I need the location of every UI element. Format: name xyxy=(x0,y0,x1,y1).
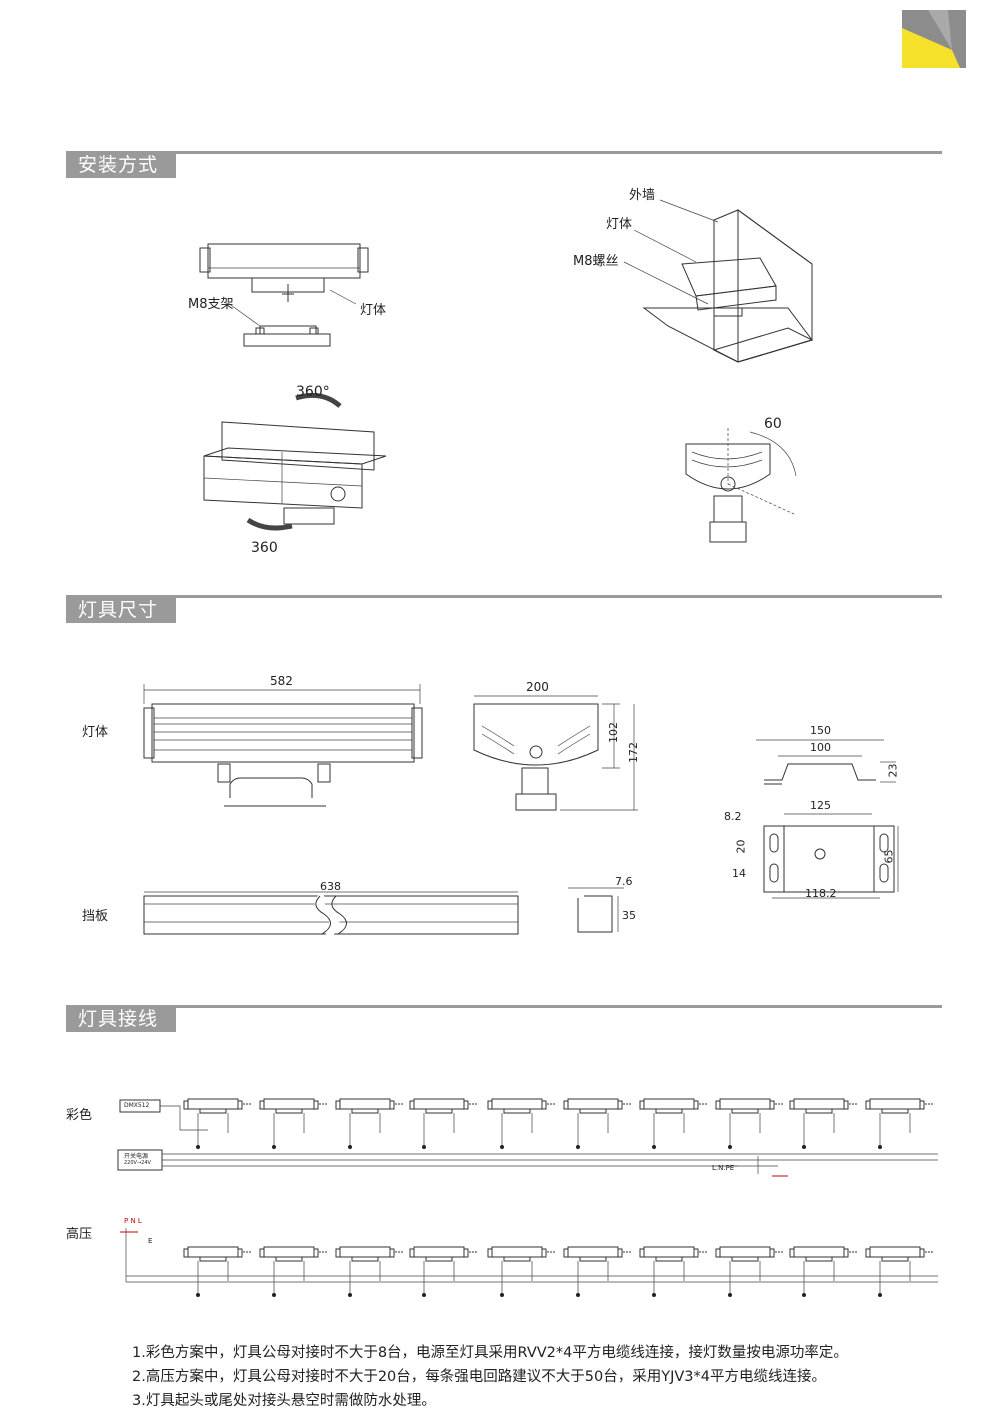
section-title-dimensions: 灯具尺寸 xyxy=(66,597,176,623)
wiring-fixture xyxy=(865,1246,933,1297)
lnpe-label: L.N.PE xyxy=(712,1164,735,1172)
wiring-fixture xyxy=(715,1246,783,1297)
dim-102: 102 xyxy=(607,722,620,743)
wiring-fixture xyxy=(335,1098,403,1149)
dim-20: 20 xyxy=(734,839,748,854)
wiring-fixture xyxy=(487,1098,555,1149)
tilt-angle-label: 60 xyxy=(764,416,782,432)
dim-23: 23 xyxy=(886,763,900,778)
fixture-end-view xyxy=(473,695,638,811)
wiring-fixture xyxy=(409,1246,477,1297)
dim-14: 14 xyxy=(732,867,746,880)
psu-label: 开关电源 xyxy=(124,1153,149,1160)
dim-125: 125 xyxy=(810,799,831,812)
dim-172: 172 xyxy=(627,742,640,763)
section-title-install: 安装方式 xyxy=(66,152,176,178)
dim-100: 100 xyxy=(810,741,831,754)
wiring-fixture xyxy=(259,1246,327,1297)
dim-35: 35 xyxy=(622,909,636,922)
dim-baffle-label: 挡板 xyxy=(82,909,109,924)
dim-body-label: 灯体 xyxy=(82,725,109,740)
fixture-side-view xyxy=(143,684,423,807)
body-label: 灯体 xyxy=(360,303,387,318)
wall-mount-diagram xyxy=(623,199,814,363)
bracket-side-view xyxy=(756,739,896,785)
pnl-label: P N L xyxy=(124,1217,142,1225)
bracket-top-view xyxy=(763,813,899,899)
wiring-hv-label: 高压 xyxy=(66,1227,93,1242)
wiring-fixture xyxy=(865,1098,933,1149)
color-wiring-diagram xyxy=(117,1099,938,1177)
rotation-diagram xyxy=(203,392,387,531)
body-label-2: 灯体 xyxy=(606,217,633,232)
wiring-fixture xyxy=(183,1246,251,1297)
note-3: 3.灯具起头或尾处对接头悬空时需做防水处理。 xyxy=(132,1393,436,1409)
wiring-fixture xyxy=(715,1098,783,1149)
dim-8-2: 8.2 xyxy=(724,810,742,823)
wiring-fixture xyxy=(335,1246,403,1297)
dim-65: 65 xyxy=(882,849,896,864)
rotation-top-label: 360° xyxy=(296,384,330,400)
note-1: 1.彩色方案中，灯具公母对接时不大于8台，电源至灯具采用RVV2*4平方电缆线连… xyxy=(132,1345,848,1361)
section-title-wiring: 灯具接线 xyxy=(66,1006,176,1032)
wiring-fixture xyxy=(789,1098,857,1149)
wiring-color-label: 彩色 xyxy=(66,1108,93,1123)
dim-200: 200 xyxy=(526,680,549,694)
rotation-bottom-label: 360 xyxy=(251,540,278,556)
bracket-label: M8支架 xyxy=(188,297,234,312)
dim-582: 582 xyxy=(270,674,293,688)
install-bracket-diagram xyxy=(199,243,369,347)
wiring-fixture xyxy=(487,1246,555,1297)
dim-7-6: 7.6 xyxy=(615,875,633,888)
screw-label: M8螺丝 xyxy=(573,254,619,269)
wiring-fixture xyxy=(563,1098,631,1149)
note-2: 2.高压方案中，灯具公母对接时不大于20台，每条强电回路建议不大于50台，采用Y… xyxy=(132,1369,826,1385)
dim-118-2: 118.2 xyxy=(805,887,837,900)
baffle-section xyxy=(568,887,624,933)
psu-sub-label: 220V→24V xyxy=(124,1160,151,1166)
wall-label: 外墙 xyxy=(629,188,656,203)
wiring-fixture xyxy=(639,1098,707,1149)
wiring-fixture xyxy=(183,1098,251,1149)
dmx-label: DMX512 xyxy=(124,1102,150,1109)
baffle-view xyxy=(143,891,519,939)
wiring-fixture xyxy=(639,1246,707,1297)
wiring-fixture xyxy=(259,1098,327,1149)
wiring-fixture xyxy=(563,1246,631,1297)
dim-150: 150 xyxy=(810,724,831,737)
wiring-fixture xyxy=(409,1098,477,1149)
wiring-fixture xyxy=(789,1246,857,1297)
dim-638: 638 xyxy=(320,880,341,893)
tilt-diagram xyxy=(685,428,797,543)
brand-logo xyxy=(902,10,966,68)
e-label: E xyxy=(148,1237,153,1245)
